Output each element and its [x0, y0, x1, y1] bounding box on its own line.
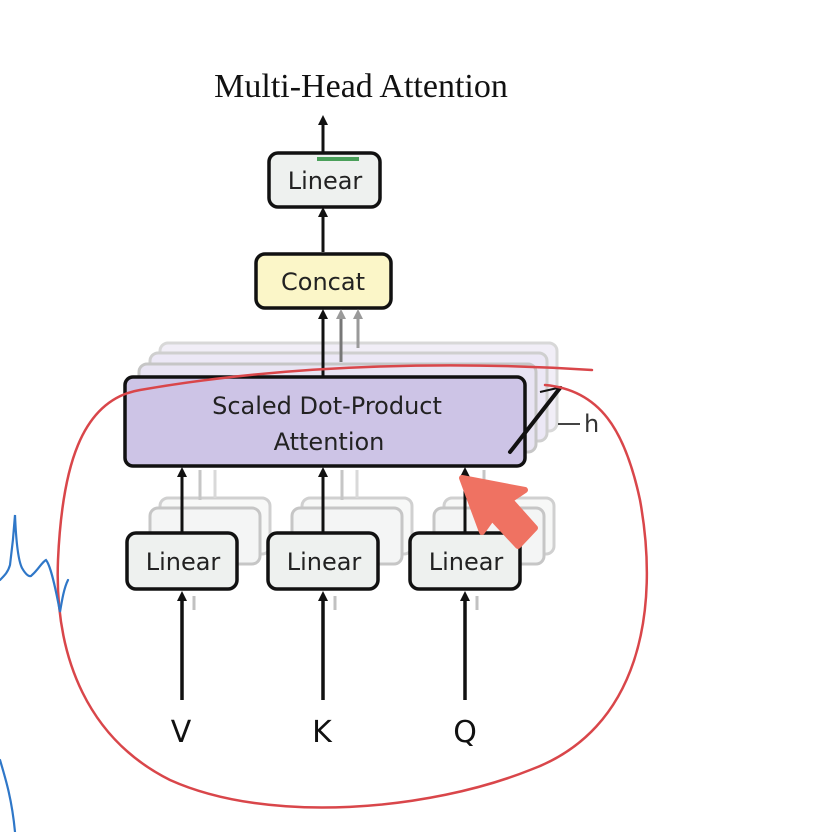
attention-label-line1: Scaled Dot-Product	[212, 392, 442, 420]
input-v-label: V	[171, 715, 192, 750]
concat-label: Concat	[281, 268, 365, 296]
output-linear-box: Linear	[267, 151, 382, 209]
heads-bracket: h	[508, 386, 599, 454]
attention-label-line2: Attention	[274, 428, 385, 456]
input-k-label: K	[312, 715, 333, 750]
linear-k-label: Linear	[287, 548, 362, 576]
blue-pen-scribble	[0, 514, 70, 613]
pointer-arrow-icon	[459, 475, 538, 549]
linear-k-box: Linear	[266, 531, 380, 591]
input-q-label: Q	[453, 715, 477, 750]
blue-pen-scribble-lower	[0, 758, 17, 832]
concat-box: Concat	[254, 252, 393, 310]
scaled-dot-product-attention-box: Scaled Dot-Product Attention	[123, 375, 527, 468]
linear-v-box: Linear	[125, 531, 239, 591]
diagram-title: Multi-Head Attention	[214, 68, 508, 105]
red-annotation-circle	[56, 364, 649, 809]
linear-top-mark	[317, 157, 359, 161]
linear-q-label: Linear	[429, 548, 504, 576]
heads-label: h	[584, 410, 599, 438]
output-linear-label: Linear	[288, 167, 363, 195]
linear-q-box: Linear	[408, 531, 522, 591]
linear-v-label: Linear	[146, 548, 221, 576]
